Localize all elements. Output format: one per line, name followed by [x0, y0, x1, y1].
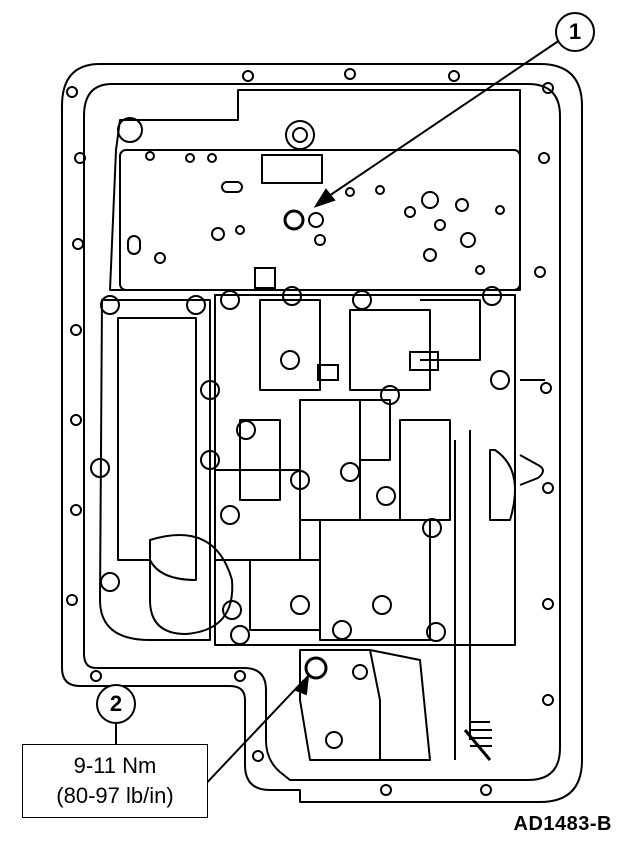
leader-1 — [319, 39, 561, 203]
valve-body-plate — [109, 89, 521, 291]
torque-spec-box: 9-11 Nm (80-97 lb/in) — [22, 744, 208, 818]
torque-metric: 9-11 Nm — [73, 753, 157, 778]
callout-1-badge: 1 — [555, 12, 595, 52]
bottom-bracket — [299, 649, 381, 761]
upper-valve-block — [119, 149, 521, 291]
figure-id-label: AD1483-B — [513, 813, 612, 835]
callout-2-badge: 2 — [96, 684, 136, 724]
torque-imperial: (80-97 lb/in) — [56, 783, 174, 808]
callout-2-label: 2 — [109, 691, 123, 716]
left-chamber-inner — [117, 317, 197, 581]
callout-1-label: 1 — [568, 19, 582, 44]
leader-2 — [199, 679, 305, 791]
accumulator-bore — [149, 534, 234, 635]
pan-gasket-outer — [61, 63, 583, 803]
left-chamber — [99, 299, 211, 641]
pan-gasket-inner — [83, 83, 561, 781]
manual-lever — [454, 430, 471, 760]
